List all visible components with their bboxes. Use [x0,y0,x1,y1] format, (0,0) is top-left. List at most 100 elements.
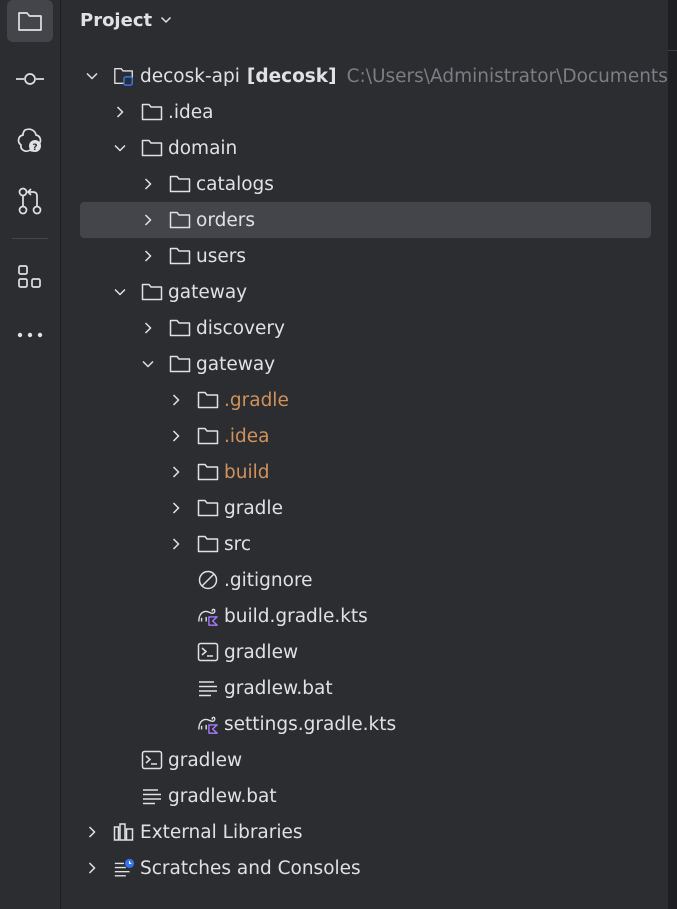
folder-icon [197,533,219,555]
chevron-down-icon[interactable] [160,16,172,24]
pull-requests-tool-button[interactable] [7,180,53,222]
folder-icon [169,353,191,375]
shell-script-icon [197,641,219,663]
expand-arrow-icon[interactable] [141,321,155,335]
tree-label: .gitignore [224,569,313,591]
expand-arrow-icon[interactable] [85,861,99,875]
tree-label: .idea [224,425,270,447]
expand-arrow-icon[interactable] [169,537,183,551]
root-name: decosk-api [140,65,240,87]
library-icon [113,821,135,843]
tree-node-discovery[interactable]: discovery [61,310,668,346]
tree-node-src[interactable]: src [61,526,668,562]
svg-text:?: ? [32,143,37,153]
project-panel: Project decosk-api [decosk] C:\Users\Adm… [61,0,674,909]
folder-icon [197,461,219,483]
tree-label: build [224,461,270,483]
panel-title: Project [80,9,153,31]
tree-node-idea[interactable]: .idea [61,94,668,130]
tree-node-domain[interactable]: domain [61,130,668,166]
folder-icon [197,425,219,447]
folder-icon [197,497,219,519]
tree-label: gradlew.bat [224,677,333,699]
tree-label: domain [168,137,238,159]
tree-label: .idea [168,101,214,123]
commit-tool-button[interactable] [7,58,53,100]
editor-edge [668,0,677,909]
tree-node-idea-inner[interactable]: .idea [61,418,668,454]
collapse-arrow-icon[interactable] [113,285,127,299]
expand-arrow-icon[interactable] [169,429,183,443]
tree-node-gradlew-bat-inner[interactable]: gradlew.bat [61,670,668,706]
root-path: C:\Users\Administrator\Documents\ [346,65,675,87]
folder-icon [197,389,219,411]
expand-arrow-icon[interactable] [141,249,155,263]
tree-node-settings-gradle-kts[interactable]: settings.gradle.kts [61,706,668,742]
tree-node-gradlew[interactable]: gradlew [61,742,668,778]
expand-arrow-icon[interactable] [113,105,127,119]
tree-label: gradlew [168,749,243,771]
gradle-kotlin-icon [197,713,219,735]
tree-label: gradle [224,497,283,519]
module-folder-icon [113,65,135,87]
tree-label: gateway [196,353,276,375]
expand-arrow-icon[interactable] [141,177,155,191]
tree-label: gateway [168,281,248,303]
folder-icon [169,173,191,195]
tree-label: External Libraries [140,821,303,843]
tree-node-gateway-inner[interactable]: gateway [61,346,668,382]
pull-requests-icon [18,187,42,215]
shell-script-icon [141,749,163,771]
ai-assistant-tool-button[interactable]: ? [7,119,53,161]
project-tool-button[interactable] [7,0,53,42]
expand-arrow-icon[interactable] [169,393,183,407]
tree-node-gradle-dir[interactable]: .gradle [61,382,668,418]
ignore-file-icon [197,569,219,591]
project-tree: decosk-api [decosk] C:\Users\Administrat… [61,58,674,886]
tree-label: orders [196,209,255,231]
collapse-arrow-icon[interactable] [113,141,127,155]
tree-label: gradlew [224,641,299,663]
tree-label: build.gradle.kts [224,605,368,627]
tree-label: users [196,245,246,267]
commit-icon [16,73,44,85]
folder-icon [141,281,163,303]
root-module: [decosk] [246,65,337,87]
expand-arrow-icon[interactable] [169,465,183,479]
tree-node-root[interactable]: decosk-api [decosk] C:\Users\Administrat… [61,58,674,94]
tree-node-build-gradle-kts[interactable]: build.gradle.kts [61,598,668,634]
more-tools-button[interactable] [7,314,53,356]
expand-arrow-icon[interactable] [141,213,155,227]
more-icon [17,332,43,338]
folder-icon [141,101,163,123]
tree-label: src [224,533,252,555]
tree-node-build[interactable]: build [61,454,668,490]
text-file-icon [197,677,219,699]
expand-arrow-icon[interactable] [85,825,99,839]
collapse-arrow-icon[interactable] [85,69,99,83]
structure-tool-button[interactable] [7,256,53,298]
tree-node-catalogs[interactable]: catalogs [61,166,668,202]
tree-node-gitignore[interactable]: .gitignore [61,562,668,598]
panel-header[interactable]: Project [61,0,172,40]
tree-label: catalogs [196,173,274,195]
text-file-icon [141,785,163,807]
tree-label: .gradle [224,389,289,411]
expand-arrow-icon[interactable] [169,501,183,515]
tree-node-gradlew-bat[interactable]: gradlew.bat [61,778,668,814]
tree-node-gradle[interactable]: gradle [61,490,668,526]
toolstrip-separator [12,238,48,239]
gradle-kotlin-icon [197,605,219,627]
scratches-icon [113,857,135,879]
folder-icon [169,209,191,231]
tree-label: discovery [196,317,285,339]
tree-node-scratches[interactable]: Scratches and Consoles [61,850,668,886]
tree-node-gradlew-inner[interactable]: gradlew [61,634,668,670]
tree-label: Scratches and Consoles [140,857,361,879]
tree-node-users[interactable]: users [61,238,668,274]
tree-node-gateway[interactable]: gateway [61,274,668,310]
tree-node-orders[interactable]: orders [61,202,668,238]
ai-assistant-icon: ? [17,128,42,153]
collapse-arrow-icon[interactable] [141,357,155,371]
tree-node-external-libraries[interactable]: External Libraries [61,814,668,850]
